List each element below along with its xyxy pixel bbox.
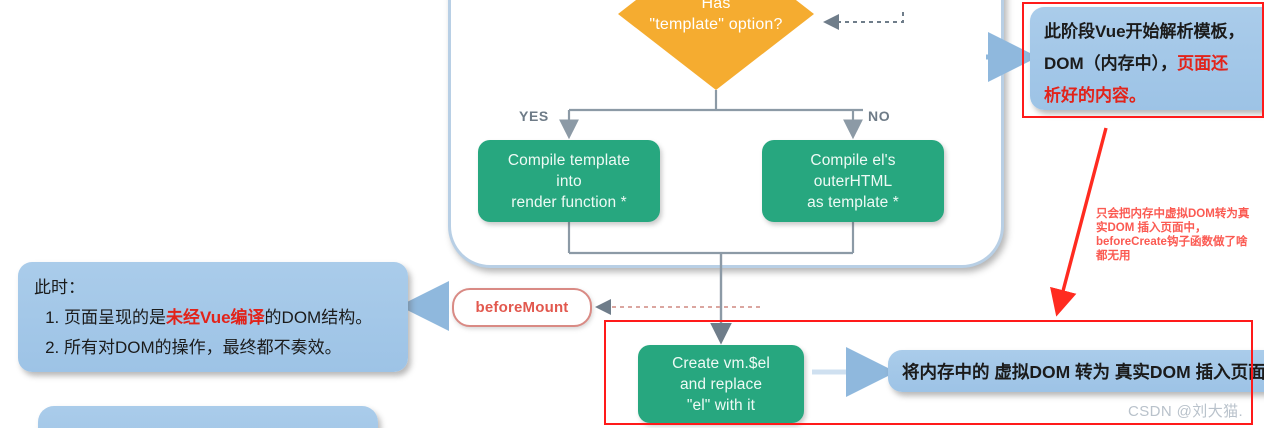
highlight-rect-bottom [604, 320, 1253, 425]
process-node-compile-template: Compile template into render function * [478, 140, 660, 222]
item1-prefix: 页面呈现的是 [64, 308, 166, 327]
decision-label-line2: "template" option? [649, 16, 783, 33]
item1-highlight: 未经Vue编译 [166, 308, 265, 327]
branch-label-yes: YES [519, 108, 549, 124]
csdn-watermark: CSDN @刘大猫. [1128, 403, 1244, 420]
list-item: 页面呈现的是未经Vue编译的DOM结构。 [64, 303, 392, 333]
process-node-compile-outerhtml: Compile el's outerHTML as template * [762, 140, 944, 222]
lifecycle-hook-beforemount: beforeMount [452, 288, 592, 327]
annotation-left-list: 页面呈现的是未经Vue编译的DOM结构。 所有对DOM的操作，最终都不奏效。 [34, 303, 392, 363]
item1-suffix: 的DOM结构。 [264, 308, 373, 327]
annotation-top-right-line2: DOM（内存中），页面还 [1044, 48, 1264, 80]
annotation-left-note: 此时： 页面呈现的是未经Vue编译的DOM结构。 所有对DOM的操作，最终都不奏… [18, 262, 408, 372]
decision-label-line1: Has [701, 0, 731, 12]
line2-plain: DOM（内存中）， [1044, 54, 1178, 73]
line2-highlight: 页面还 [1177, 54, 1229, 73]
process-node-create-vm-el: Create vm.$el and replace "el" with it [638, 345, 804, 423]
decision-node-has-template: Has "template" option? [618, 0, 814, 90]
annotation-top-right-note: 此阶段Vue开始解析模板， DOM（内存中），页面还 析好的内容。 [1030, 7, 1264, 110]
annotation-bottom-left-partial [38, 406, 378, 428]
item2-prefix: 所有对DOM的操作，最终都不奏效。 [64, 338, 342, 357]
list-item: 所有对DOM的操作，最终都不奏效。 [64, 333, 392, 363]
annotation-top-right-line1: 此阶段Vue开始解析模板， [1044, 22, 1245, 41]
annotation-top-right-line3: 析好的内容。 [1044, 86, 1146, 105]
annotation-bottom-right-note: 将内存中的 虚拟DOM 转为 真实DOM 插入页面 [888, 350, 1264, 392]
annotation-red-note: 只会把内存中虚拟DOM转为真 实DOM 插入页面中， beforeCreate钩… [1096, 208, 1250, 262]
annotation-left-heading: 此时： [34, 278, 85, 297]
branch-label-no: NO [868, 108, 891, 124]
highlight-rect-top [1022, 2, 1264, 118]
decision-label: Has "template" option? [618, 0, 814, 90]
